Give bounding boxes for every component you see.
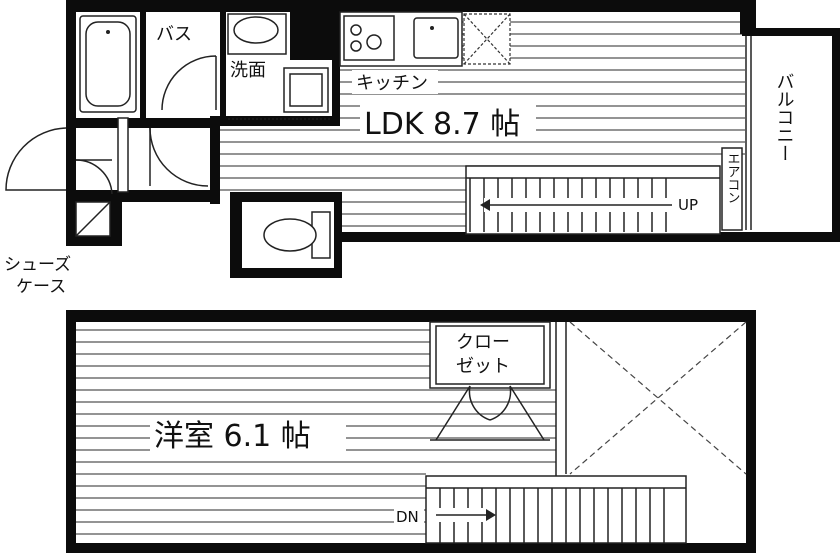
closet-label-1: クロー <box>456 332 510 353</box>
ldk-label: LDK 8.7 帖 <box>364 107 520 142</box>
kitchen-label: キッチン <box>356 73 428 94</box>
stairs-up-label: UP <box>678 196 698 214</box>
shoe-case-label-1: シューズ <box>4 255 71 275</box>
lower-floor: 洋室 6.1 帖 クロー ゼット DN <box>66 310 756 553</box>
shoe-case-label-2: ケース <box>16 277 66 297</box>
stairs-down <box>425 475 687 544</box>
washroom-label: 洗面 <box>230 60 266 81</box>
stairs-down-label: DN <box>396 508 419 526</box>
entrance-door-swing <box>5 127 67 191</box>
aircon-label: エアコン <box>725 152 740 204</box>
open-void <box>565 321 747 475</box>
closet-door-left <box>435 385 491 441</box>
western-room-floorboards <box>76 329 556 535</box>
closet-label-2: ゼット <box>456 356 510 377</box>
arrow-right-icon <box>486 509 496 521</box>
closet-door-right <box>489 385 545 441</box>
upper-floor: バス 洗面 キッチン LDK 8.7 帖 UP シューズ ケース バルコニー エ… <box>4 0 840 297</box>
balcony-label: バルコニー <box>774 72 795 162</box>
aircon-box <box>721 147 743 231</box>
stove-icon <box>343 15 395 61</box>
sink-icon <box>413 17 459 59</box>
arrow-left-icon <box>480 199 490 211</box>
toilet-icon <box>263 218 317 252</box>
bath-label: バス <box>156 24 192 45</box>
western-room-label: 洋室 6.1 帖 <box>154 419 311 454</box>
bath-door-swing <box>161 55 217 111</box>
